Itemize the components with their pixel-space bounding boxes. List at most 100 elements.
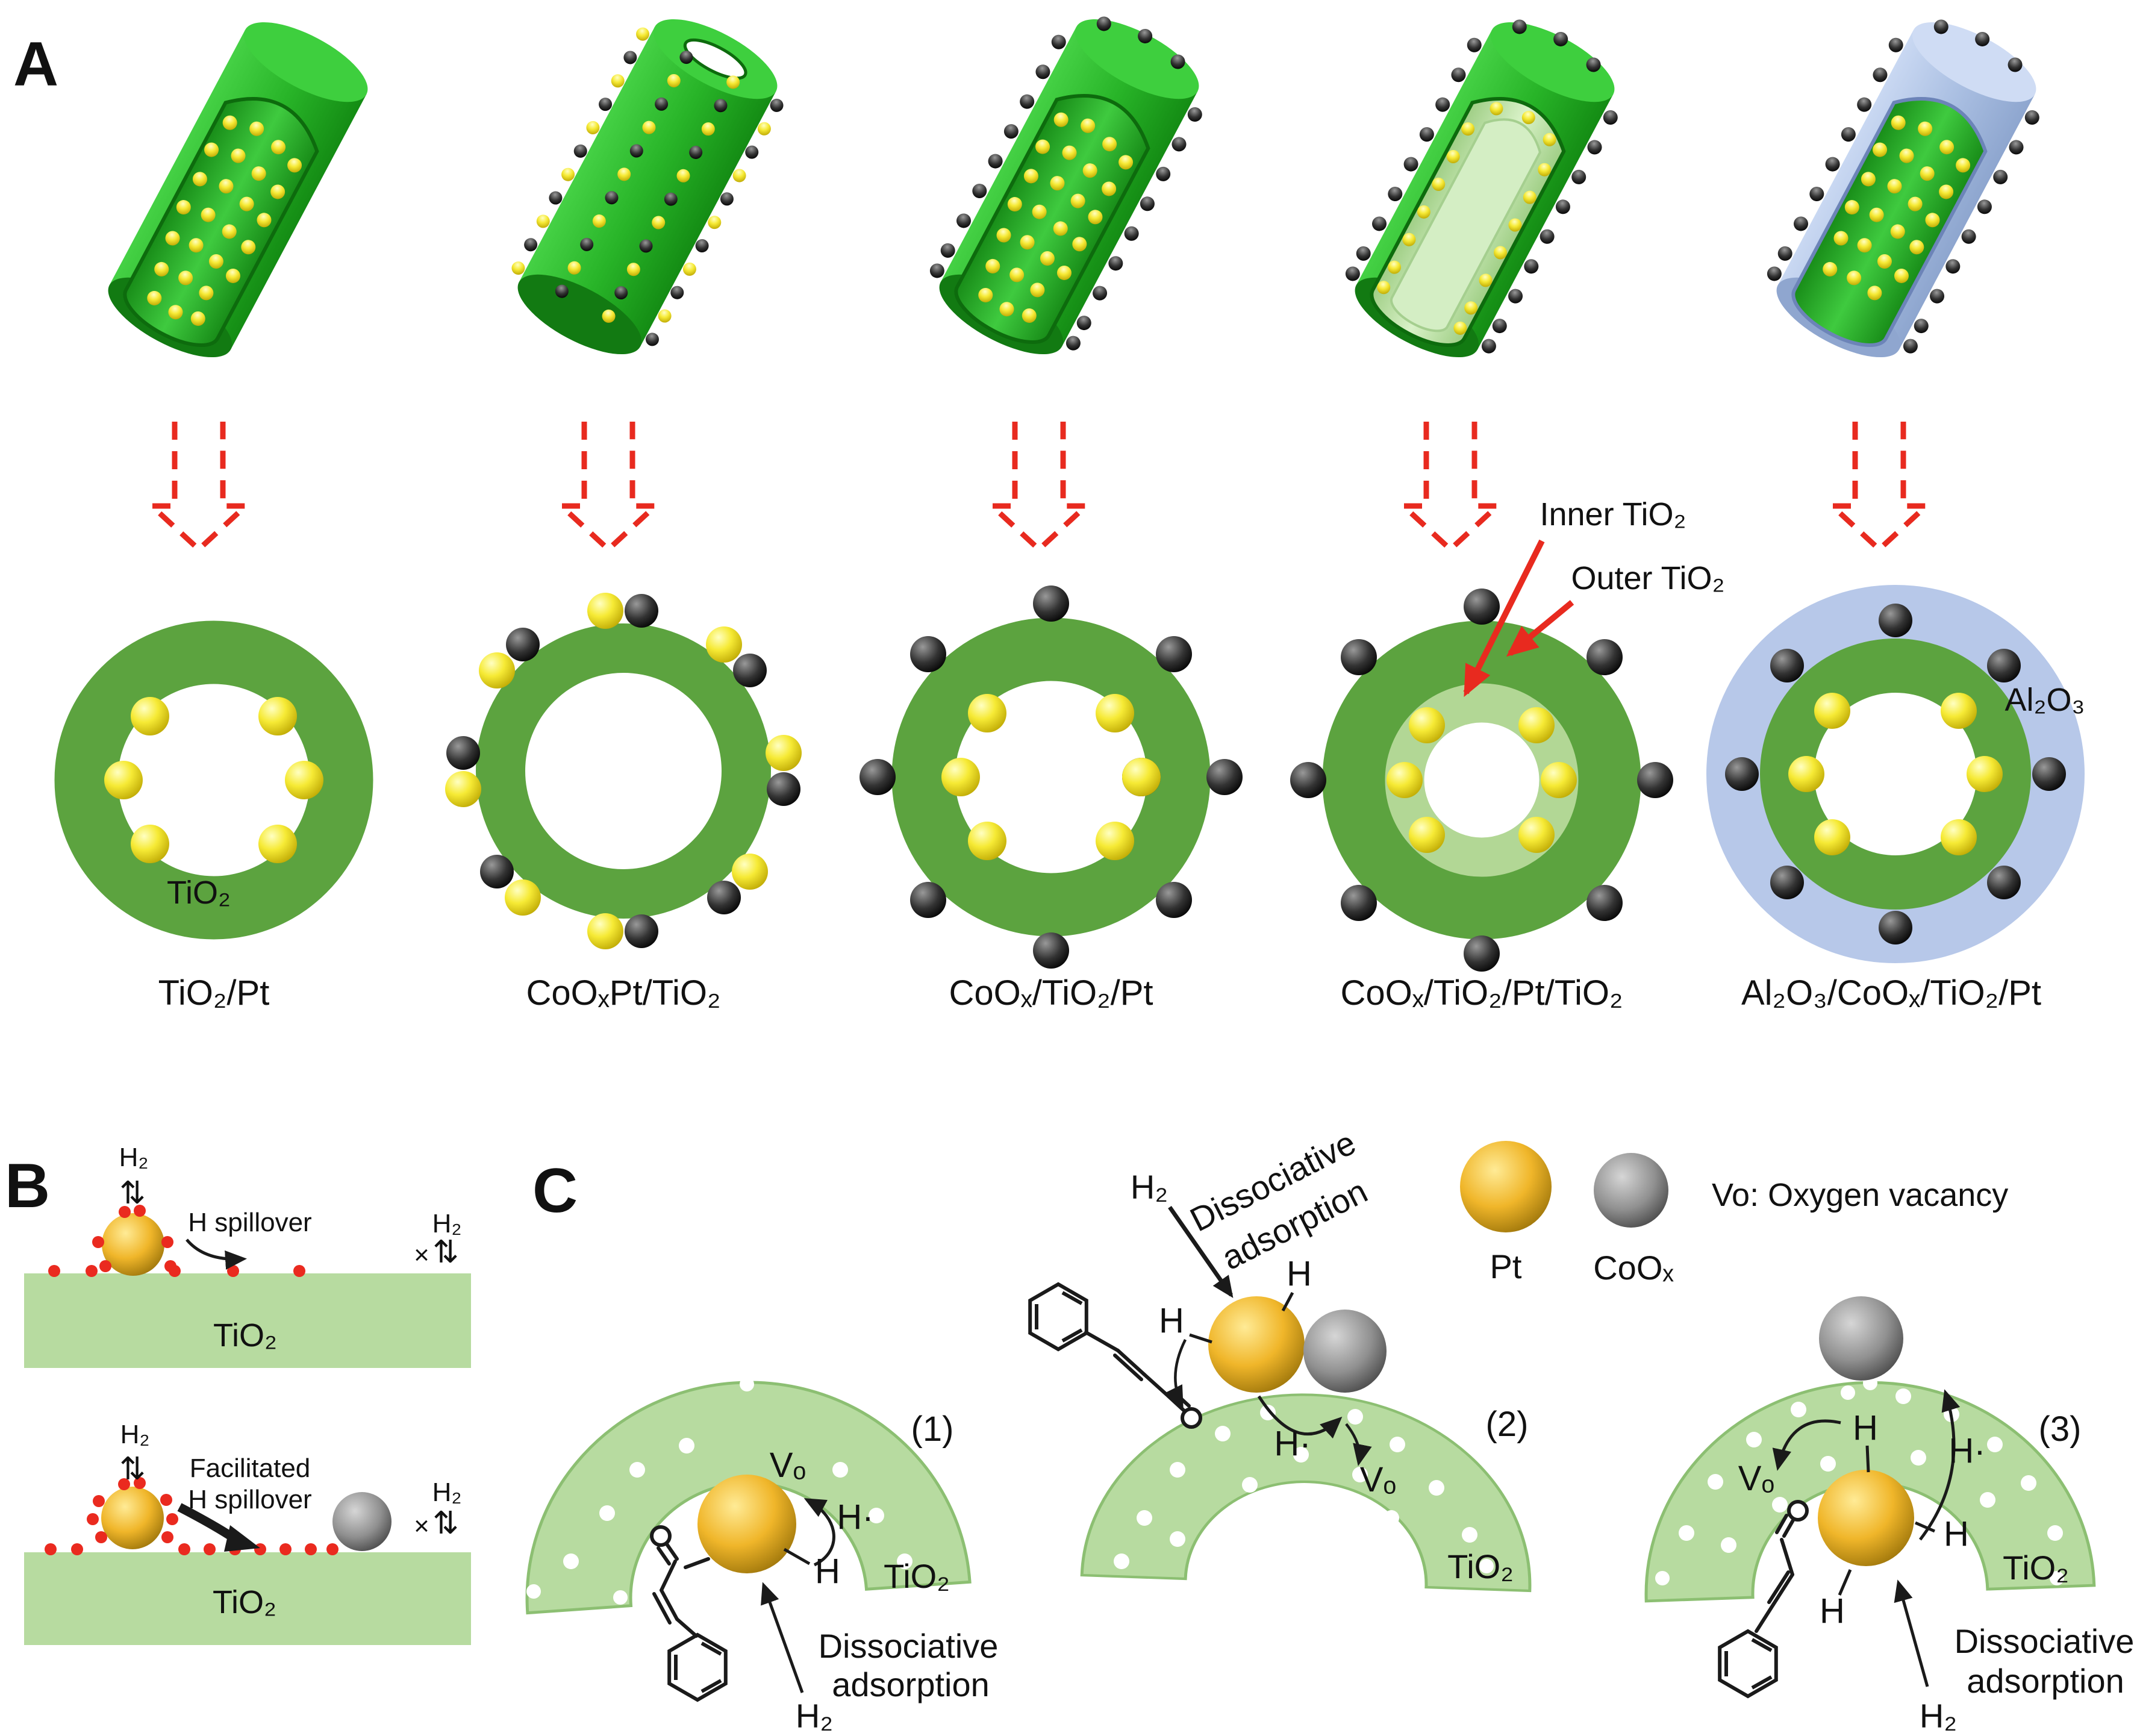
h-to-coox-arc	[1919, 1389, 1961, 1541]
h-radical-label: H·	[1274, 1424, 1311, 1463]
coox-nanoparticle	[332, 1492, 392, 1551]
spillover-arrow	[186, 1238, 247, 1270]
pt-particles-group	[1377, 102, 1556, 335]
dissociative-label-1: Dissociative	[1955, 1622, 2134, 1660]
panel-c: C Pt CoOₓ Vo: Oxygen vacancy Vₒ H· H TiO…	[525, 1123, 2134, 1735]
h-to-vacancy-arrow	[803, 1498, 835, 1567]
h-bond	[1281, 1291, 1294, 1312]
panel-a: A	[13, 16, 2085, 1013]
catalyst-label-4: CoOₓ/TiO₂/Pt/TiO₂	[1340, 973, 1623, 1013]
h2-label: H₂	[119, 1143, 149, 1172]
cinnamaldehyde-molecule	[650, 1525, 726, 1700]
pt-particles-group	[1823, 115, 1971, 301]
vo-label: Vₒ	[1360, 1460, 1397, 1499]
panel-c-label: C	[532, 1156, 578, 1226]
tio2-slab-label: TiO₂	[213, 1584, 276, 1620]
pt-nanoparticle	[101, 1487, 164, 1549]
h-label: H	[815, 1552, 840, 1591]
h-bond	[1838, 1569, 1852, 1596]
h-spillover-arc	[1257, 1395, 1343, 1439]
coox-nanoparticle	[1303, 1310, 1387, 1393]
h2-adsorption-arrow	[761, 1582, 804, 1693]
h-spillover-label: H spillover	[188, 1208, 311, 1237]
h-bond	[1865, 1445, 1870, 1473]
equilibrium-icon: ⇅	[119, 1176, 146, 1211]
facilitated-label-2: H spillover	[188, 1485, 311, 1514]
cinnamaldehyde-molecule	[1720, 1500, 1809, 1696]
nanotube-coox-tio2-pt	[929, 16, 1202, 355]
facilitated-label-1: Facilitated	[190, 1453, 311, 1483]
coox-particles-group	[1345, 19, 1618, 354]
panel-b: B TiO₂ H₂ ⇅ H spillover H₂ × ⇅ TiO₂	[5, 1143, 471, 1645]
pt-nanoparticle	[258, 697, 297, 735]
inner-tio2-label: Inner TiO₂	[1540, 496, 1686, 532]
tio2-label: TiO₂	[1447, 1547, 1514, 1585]
tio2-slab	[24, 1273, 471, 1368]
oxygen-vacancies	[1655, 1376, 2064, 1585]
vo-label: Vₒ	[770, 1446, 806, 1485]
vo-note-label: Vo: Oxygen vacancy	[1712, 1177, 2008, 1213]
pt-nanoparticle	[131, 825, 169, 863]
tio2-arch	[525, 1381, 972, 1615]
ring-al2o3-coox-tio2-pt: Al₂O₃	[1706, 585, 2085, 963]
outer-tio2-label: Outer TiO₂	[1571, 560, 1724, 596]
oxygen-atom	[1181, 1407, 1202, 1429]
ring-coox-tio2-pt	[860, 585, 1243, 969]
dissociative-label-2: adsorption	[1967, 1662, 2124, 1700]
mechanism-step-3: H Vₒ H· H H H₂ TiO₂ (3) Dissociative ads…	[1644, 1296, 2134, 1735]
equilibrium-icon: ⇅	[119, 1452, 146, 1487]
h2-right-label: H₂	[432, 1478, 462, 1507]
h-label: H	[1820, 1591, 1845, 1631]
pt-particles-group	[147, 115, 302, 326]
coox-particles-group	[1767, 19, 2039, 354]
pt-nanoparticle	[285, 761, 323, 799]
dissociative-label-1: Dissociative	[819, 1627, 999, 1665]
h2-label: H₂	[120, 1420, 150, 1449]
tio2-label: TiO₂	[884, 1557, 950, 1595]
times-label: ×	[414, 1240, 429, 1270]
pt-nanoparticle	[131, 697, 169, 735]
tio2-label: TiO₂	[2003, 1549, 2069, 1587]
h2-label: H₂	[796, 1697, 833, 1733]
oxygen-vacancies	[1114, 1405, 1494, 1573]
pt-particles-group	[978, 112, 1134, 323]
pt-nanoparticle	[1818, 1470, 1914, 1566]
pt-nanoparticle	[1208, 1296, 1305, 1393]
pt-nanoparticle	[104, 761, 143, 799]
inner-tio2-tube	[1390, 118, 1542, 333]
pt-nanoparticle	[258, 825, 297, 863]
h-radical-label: H·	[1948, 1431, 1985, 1470]
al2o3-label: Al₂O₃	[2005, 682, 2085, 718]
tio2-arch	[1080, 1393, 1532, 1593]
nanotube-cooxpt-tio2	[511, 19, 784, 355]
h2-right-label: H₂	[432, 1209, 462, 1238]
panel-b-label: B	[5, 1151, 50, 1221]
nanotube-coox-tio2-pt-tio2	[1345, 19, 1618, 358]
h-label: H	[1944, 1514, 1969, 1553]
equilibrium-icon: ⇅	[432, 1506, 459, 1541]
catalyst-label-2: CoOₓPt/TiO₂	[526, 973, 721, 1013]
pt-nanoparticle	[102, 1213, 164, 1276]
panel-a-label: A	[13, 30, 58, 99]
h-label: H	[1159, 1301, 1184, 1340]
nanotube-tio2-pt	[108, 22, 368, 358]
catalyst-label-1: TiO₂/Pt	[158, 973, 270, 1013]
ring-tio2-pt: TiO₂	[54, 620, 373, 940]
oxygen-vacancy-dot	[1352, 1467, 1368, 1482]
h2-adsorption-arrow	[1894, 1579, 1929, 1687]
nanotube-al2o3-coox-tio2-pt	[1767, 19, 2039, 358]
coox-particles-group	[929, 16, 1202, 351]
legend: Pt CoOₓ Vo: Oxygen vacancy	[1460, 1141, 2008, 1287]
facilitated-arrow-head	[224, 1525, 260, 1552]
mechanism-step-1: Vₒ H· H TiO₂ (1) H₂ Dissociative adsorpt…	[525, 1377, 999, 1735]
oxygen-vacancy-dot	[1772, 1497, 1788, 1513]
pt-nanoparticle	[697, 1475, 796, 1573]
step-number: (2)	[1486, 1405, 1529, 1444]
tio2-slab	[24, 1552, 471, 1645]
coox-nanoparticle	[1819, 1296, 1903, 1381]
times-label: ×	[414, 1511, 429, 1541]
tio2-slab-label: TiO₂	[213, 1317, 277, 1354]
pt-legend-label: Pt	[1490, 1247, 1522, 1285]
